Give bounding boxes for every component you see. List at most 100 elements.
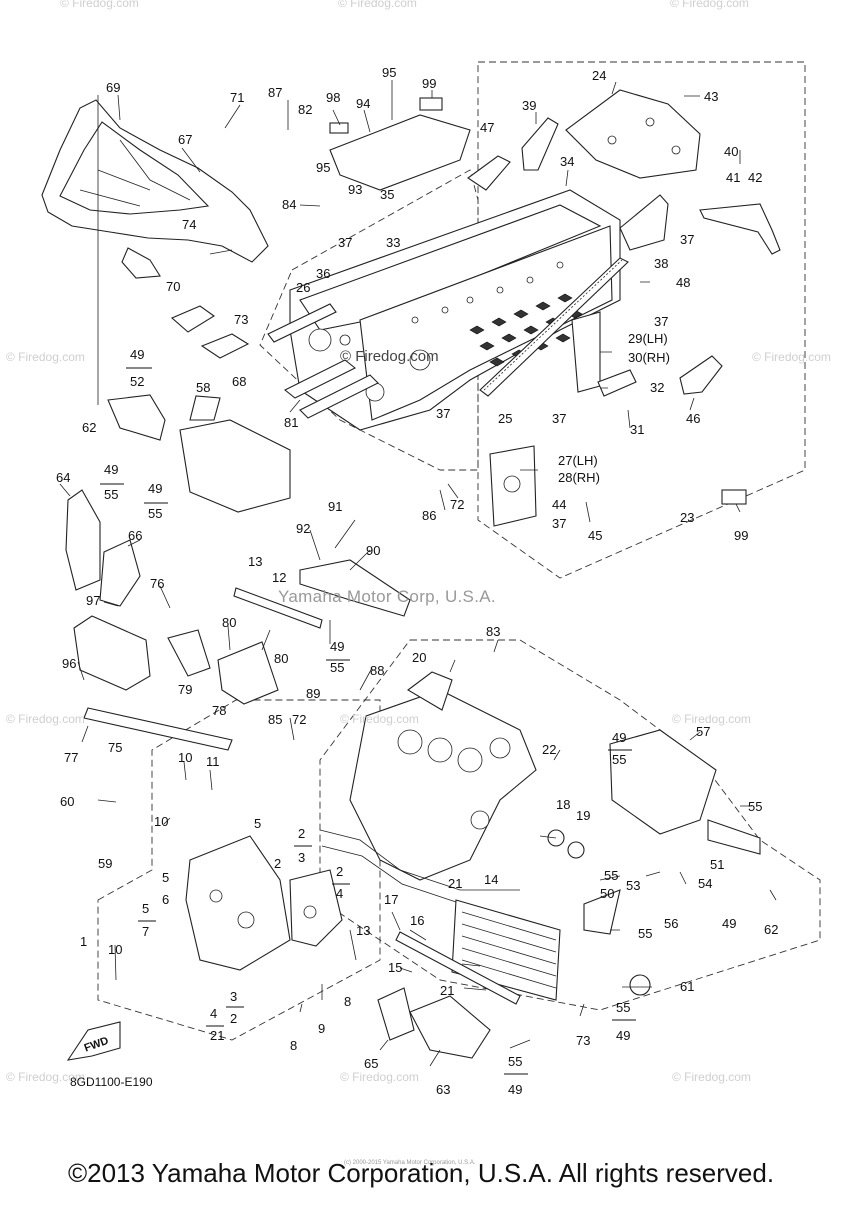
callout-37e: 37 bbox=[552, 411, 566, 426]
callout-55e: 55 bbox=[748, 799, 762, 814]
callout-95b: 95 bbox=[316, 160, 330, 175]
callout-81: 81 bbox=[284, 415, 298, 430]
callout-71: 71 bbox=[230, 90, 244, 105]
callout-49c: 49 bbox=[148, 481, 162, 496]
callout-64: 64 bbox=[56, 470, 70, 485]
callout-74: 74 bbox=[182, 217, 196, 232]
callout-77: 77 bbox=[64, 750, 78, 765]
callout-73a: 73 bbox=[234, 312, 248, 327]
callout-55b: 55 bbox=[148, 506, 162, 521]
callout-41: 41 bbox=[726, 170, 740, 185]
callout-46: 46 bbox=[686, 411, 700, 426]
callout-5b: 5 bbox=[162, 870, 169, 885]
pad-73 bbox=[200, 333, 250, 359]
rear-handle-40 bbox=[699, 203, 781, 255]
watermark-yamaha: Yamaha Motor Corp, U.S.A. bbox=[278, 587, 496, 606]
callout-49h: 49 bbox=[508, 1082, 522, 1097]
callout-60: 60 bbox=[60, 794, 74, 809]
callout-39: 39 bbox=[522, 98, 536, 113]
callout-78: 78 bbox=[212, 703, 226, 718]
callout-59: 59 bbox=[98, 856, 112, 871]
callout-65: 65 bbox=[364, 1056, 378, 1071]
callout-32: 32 bbox=[650, 380, 664, 395]
bracket-38 bbox=[619, 194, 669, 251]
copyright-footer: ©2013 Yamaha Motor Corporation, U.S.A. A… bbox=[67, 1158, 775, 1188]
callout-48: 48 bbox=[676, 275, 690, 290]
cover-96 bbox=[73, 615, 151, 691]
callout-55a: 55 bbox=[104, 487, 118, 502]
callout-55i: 55 bbox=[508, 1054, 522, 1069]
bracket-52 bbox=[107, 394, 166, 441]
callout-37c: 37 bbox=[654, 314, 668, 329]
watermark-bottom-right: © Firedog.com bbox=[672, 1070, 751, 1084]
callout-20: 20 bbox=[412, 650, 426, 665]
callout-52: 52 bbox=[130, 374, 144, 389]
callout-29: 29(LH) bbox=[628, 331, 668, 346]
plate-32 bbox=[597, 369, 637, 397]
callout-66: 66 bbox=[128, 528, 142, 543]
watermark-top-right: © Firedog.com bbox=[670, 0, 749, 10]
callout-55f: 55 bbox=[604, 868, 618, 883]
tunnel-top-plate bbox=[329, 114, 471, 191]
bracket-58 bbox=[179, 419, 291, 513]
callout-72a: 72 bbox=[450, 497, 464, 512]
strip-26 bbox=[267, 303, 337, 343]
callout-90: 90 bbox=[366, 543, 380, 558]
lower-engine-frame bbox=[319, 671, 537, 905]
rod-12 bbox=[233, 587, 323, 629]
callout-82: 82 bbox=[298, 102, 312, 117]
callout-4a: 4 bbox=[336, 886, 343, 901]
callout-2b: 2 bbox=[274, 856, 281, 871]
callout-38: 38 bbox=[654, 256, 668, 271]
watermark-mid-left: © Firedog.com bbox=[6, 350, 85, 364]
callout-43: 43 bbox=[704, 89, 718, 104]
callout-92: 92 bbox=[296, 521, 310, 536]
callout-44: 44 bbox=[552, 497, 566, 512]
callout-99a: 99 bbox=[422, 76, 436, 91]
callout-10a: 10 bbox=[178, 750, 192, 765]
callout-45: 45 bbox=[588, 528, 602, 543]
callout-58: 58 bbox=[196, 380, 210, 395]
callout-1: 1 bbox=[80, 934, 87, 949]
callout-11: 11 bbox=[206, 754, 220, 769]
watermark-mid-right: © Firedog.com bbox=[752, 350, 831, 364]
callout-61: 61 bbox=[680, 979, 694, 994]
callout-83: 83 bbox=[486, 624, 500, 639]
callout-12: 12 bbox=[272, 570, 286, 585]
callout-49b: 49 bbox=[104, 462, 118, 477]
callout-75: 75 bbox=[108, 740, 122, 755]
callout-68: 68 bbox=[232, 374, 246, 389]
callout-10b: 10 bbox=[154, 814, 168, 829]
callout-13a: 13 bbox=[248, 554, 262, 569]
callout-36: 36 bbox=[316, 266, 330, 281]
callout-6: 6 bbox=[162, 892, 169, 907]
callout-19: 19 bbox=[576, 808, 590, 823]
front-frame-outline bbox=[97, 699, 381, 1041]
callout-85: 85 bbox=[268, 712, 282, 727]
callout-33: 33 bbox=[386, 235, 400, 250]
callout-95a: 95 bbox=[382, 65, 396, 80]
callout-49f: 49 bbox=[722, 916, 736, 931]
callout-49e: 49 bbox=[612, 730, 626, 745]
callout-88: 88 bbox=[370, 663, 384, 678]
shaft-16 bbox=[395, 931, 521, 1005]
callout-57: 57 bbox=[696, 724, 710, 739]
callout-15: 15 bbox=[388, 960, 402, 975]
lower-assembly-outline bbox=[319, 639, 821, 1011]
callout-91: 91 bbox=[328, 499, 342, 514]
tunnel-chassis bbox=[283, 189, 629, 431]
callout-10c: 10 bbox=[108, 942, 122, 957]
callout-47: 47 bbox=[480, 120, 494, 135]
callout-63: 63 bbox=[436, 1082, 450, 1097]
bracket-79 bbox=[167, 629, 211, 677]
bracket-90 bbox=[299, 559, 411, 617]
pad-46 bbox=[679, 355, 723, 395]
callout-62b: 62 bbox=[764, 922, 778, 937]
callout-73b: 73 bbox=[576, 1033, 590, 1048]
cover-65 bbox=[377, 987, 415, 1041]
callout-13b: 13 bbox=[356, 923, 370, 938]
callout-37b: 37 bbox=[338, 235, 352, 250]
label-99-lower bbox=[721, 489, 747, 505]
